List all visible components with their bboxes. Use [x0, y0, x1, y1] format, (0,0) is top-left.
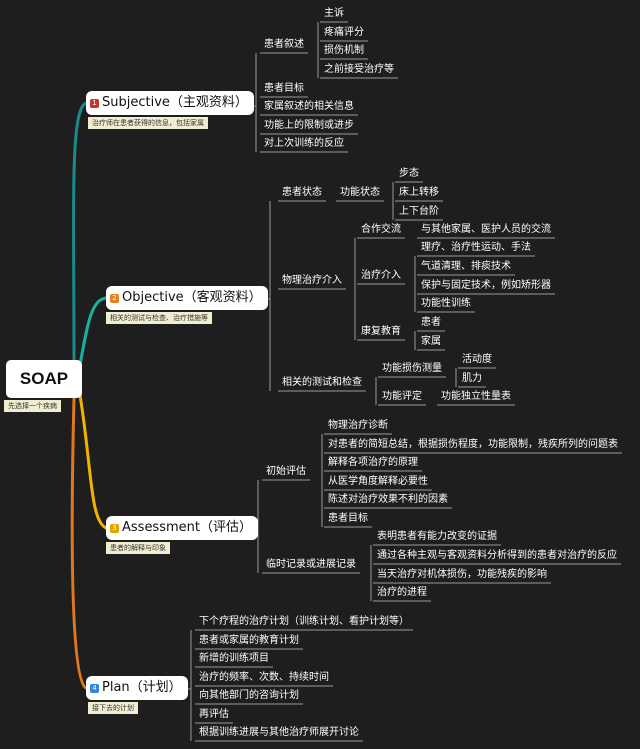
- a-item[interactable]: 当天治疗对机体损伤，功能残疾的影响: [377, 569, 547, 580]
- number-badge: 2: [110, 294, 119, 303]
- plan-label: Plan（计划）: [102, 680, 182, 695]
- a-item[interactable]: 患者目标: [328, 513, 368, 524]
- a-item[interactable]: 从医学角度解释必要性: [328, 476, 428, 487]
- main-branch: [78, 296, 108, 367]
- pt-intervention[interactable]: 物理治疗介入: [282, 275, 342, 286]
- o-item[interactable]: 理疗、治疗性运动、手法: [421, 242, 531, 253]
- initial-assessment[interactable]: 初始评估: [266, 466, 306, 477]
- s-item[interactable]: 家属叙述的相关信息: [264, 101, 354, 112]
- s-item[interactable]: 主诉: [324, 8, 344, 19]
- a-item[interactable]: 表明患者有能力改变的证据: [377, 531, 497, 542]
- p-item[interactable]: 再评估: [199, 709, 229, 720]
- o-item[interactable]: 保护与固定技术，例如矫形器: [421, 280, 551, 291]
- subjective-note: 治疗师在患者获得的信息，包括家属: [88, 117, 208, 129]
- coop-comm[interactable]: 合作交流: [361, 224, 401, 235]
- a-item[interactable]: 解释各项治疗的原理: [328, 457, 418, 468]
- s-item[interactable]: 疼痛评分: [324, 27, 364, 38]
- o-item[interactable]: 床上转移: [399, 187, 439, 198]
- s-item[interactable]: 功能上的限制或进步: [264, 120, 354, 131]
- number-badge: 4: [90, 684, 99, 693]
- patient-narrative[interactable]: 患者叙述: [264, 39, 304, 50]
- root-node[interactable]: SOAP: [6, 360, 82, 398]
- impairment-measure[interactable]: 功能损伤测量: [382, 363, 442, 374]
- o-item[interactable]: 患者: [421, 317, 441, 328]
- progress-record[interactable]: 临时记录或进展记录: [266, 559, 356, 570]
- main-branch: [70, 396, 88, 690]
- o-item[interactable]: 肌力: [462, 373, 482, 384]
- s-item[interactable]: 之前接受治疗等: [324, 64, 394, 75]
- o-item[interactable]: 功能独立性量表: [441, 391, 511, 402]
- s-item[interactable]: 患者目标: [264, 83, 304, 94]
- rehab-education[interactable]: 康复教育: [361, 326, 401, 337]
- objective-label: Objective（客观资料）: [122, 290, 262, 305]
- p-item[interactable]: 新增的训练项目: [199, 653, 269, 664]
- a-item[interactable]: 治疗的进程: [377, 587, 427, 598]
- p-item[interactable]: 根据训练进展与其他治疗师展开讨论: [199, 727, 359, 738]
- o-item[interactable]: 家属: [421, 336, 441, 347]
- p-item[interactable]: 患者或家属的教育计划: [199, 635, 299, 646]
- a-item[interactable]: 陈述对治疗效果不利的因素: [328, 494, 448, 505]
- a-item[interactable]: 对患者的简短总结，根据损伤程度，功能限制，残疾所列的问题表: [328, 439, 618, 450]
- objective-note: 相关的测试与检查、治疗措施等: [106, 312, 212, 324]
- func-status[interactable]: 功能状态: [340, 187, 380, 198]
- main-branch: [78, 393, 108, 530]
- treatment-intervention[interactable]: 治疗介入: [361, 270, 401, 281]
- o-item[interactable]: 上下台阶: [399, 206, 439, 217]
- p-item[interactable]: 下个疗程的治疗计划（训练计划、看护计划等）: [199, 616, 409, 627]
- o-item[interactable]: 功能性训练: [421, 298, 471, 309]
- assessment-note: 患者的解释与印象: [106, 542, 170, 554]
- function-eval[interactable]: 功能评定: [382, 391, 422, 402]
- o-item[interactable]: 与其他家属、医护人员的交流: [421, 224, 551, 235]
- s-item[interactable]: 损伤机制: [324, 45, 364, 56]
- patient-status[interactable]: 患者状态: [282, 187, 322, 198]
- assessment-label: Assessment（评估）: [122, 520, 252, 535]
- o-item[interactable]: 步态: [399, 168, 419, 179]
- main-branch: [72, 101, 88, 362]
- p-item[interactable]: 向其他部门的咨询计划: [199, 690, 299, 701]
- a-item[interactable]: 通过各种主观与客观资料分析得到的患者对治疗的反应: [377, 550, 617, 561]
- o-item[interactable]: 活动度: [462, 354, 492, 365]
- s-item[interactable]: 对上次训练的反应: [264, 138, 344, 149]
- p-item[interactable]: 治疗的频率、次数、持续时间: [199, 672, 329, 683]
- plan-note: 接下去的计划: [88, 702, 138, 714]
- number-badge: 3: [110, 524, 119, 533]
- subjective-label: Subjective（主观资料）: [102, 95, 248, 110]
- number-badge: 1: [90, 99, 99, 108]
- o-item[interactable]: 气道清理、排痰技术: [421, 261, 511, 272]
- root-note: 先选择一个疾病: [4, 400, 61, 412]
- a-item[interactable]: 物理治疗诊断: [328, 420, 388, 431]
- tests-exams[interactable]: 相关的测试和检查: [282, 377, 362, 388]
